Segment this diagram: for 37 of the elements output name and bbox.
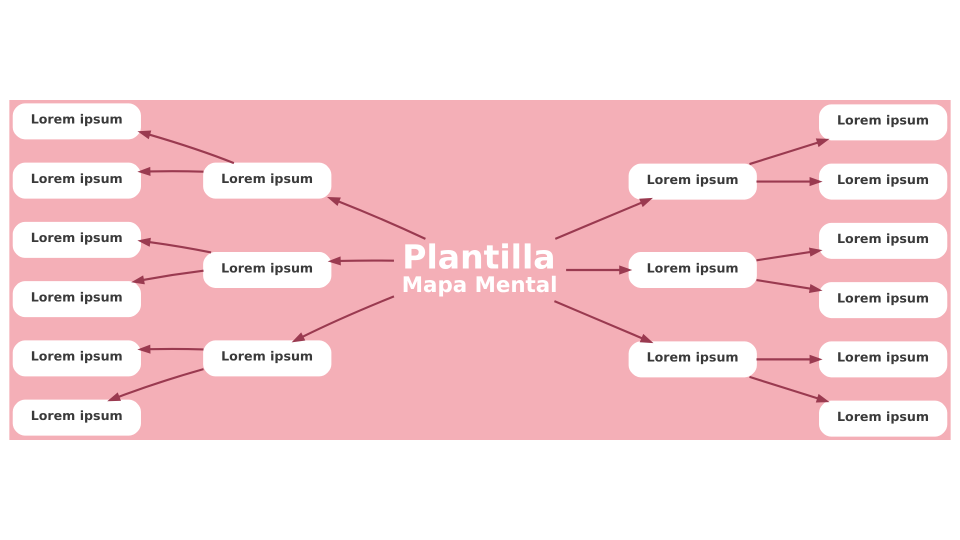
arrow <box>137 344 204 354</box>
node-box: Lorem ipsum <box>12 222 141 258</box>
arrow <box>137 130 234 164</box>
arrow <box>137 238 212 254</box>
node-box: Lorem ipsum <box>819 341 948 378</box>
node-box: Lorem ipsum <box>819 104 948 140</box>
arrow <box>554 198 653 240</box>
arrow <box>749 138 830 166</box>
node-box: Lorem ipsum <box>12 400 141 436</box>
node-text: Plantilla Mapa Mental <box>402 237 558 298</box>
node-box: Lorem ipsum <box>628 341 757 378</box>
arrow <box>756 354 823 364</box>
node-box: Lorem ipsum <box>12 281 141 318</box>
arrow <box>756 177 823 186</box>
node-box: Lorem ipsum <box>819 282 948 318</box>
arrow <box>137 166 204 176</box>
node-box: Lorem ipsum <box>628 164 757 200</box>
node-box: Lorem ipsum <box>819 222 948 259</box>
node-box: Lorem ipsum <box>12 162 141 199</box>
node-box: Lorem ipsum <box>203 340 332 376</box>
arrow <box>566 265 632 275</box>
arrow <box>131 270 204 284</box>
arrow <box>328 256 394 266</box>
arrow <box>107 368 204 402</box>
arrow <box>749 376 830 403</box>
node-box: Lorem ipsum <box>203 162 332 199</box>
node-box: Lorem ipsum <box>12 340 141 376</box>
node-box: Lorem ipsum <box>819 400 948 437</box>
arrow <box>292 295 394 342</box>
arrow <box>756 248 823 262</box>
arrow <box>554 300 654 344</box>
node-box: Lorem ipsum <box>628 252 757 288</box>
node-box: Lorem ipsum <box>819 164 948 200</box>
arrow <box>756 278 823 294</box>
node-box: Lorem ipsum <box>12 103 141 140</box>
arrow <box>327 196 426 240</box>
node-box: Lorem ipsum <box>203 252 332 288</box>
